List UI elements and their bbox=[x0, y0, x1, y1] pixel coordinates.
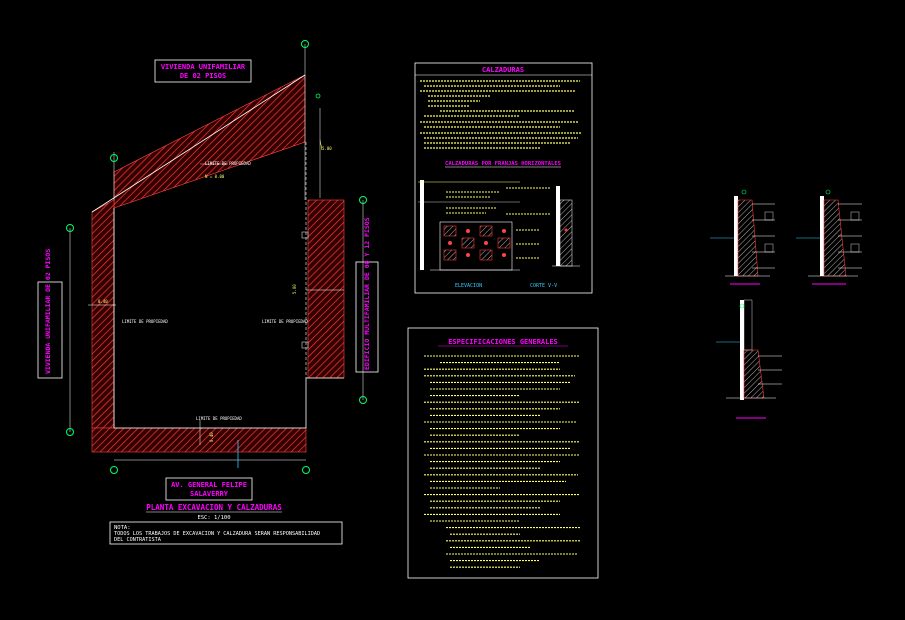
plan-scale: ESC: 1/100 bbox=[197, 515, 230, 521]
corte-detail: CORTE V-V bbox=[530, 186, 580, 289]
note-box: NOTA: TODOS LOS TRABAJOS DE EXCAVACION Y… bbox=[109, 521, 343, 545]
limite-propiedad-label-top: LIMITE DE PROPIEDAD bbox=[205, 161, 251, 166]
svg-text:EDIFICIO MULTIFAMILIAR DE 08 Y: EDIFICIO MULTIFAMILIAR DE 08 Y 12 PISOS bbox=[363, 217, 371, 370]
elevacion-label: ELEVACION bbox=[455, 283, 482, 289]
svg-text:VIVIENDA UNIFAMILIAR DE 02 PIS: VIVIENDA UNIFAMILIAR DE 02 PISOS bbox=[44, 249, 52, 374]
calzaduras-title: CALZADURAS bbox=[482, 66, 524, 74]
corte-label: CORTE V-V bbox=[530, 283, 557, 289]
limite-propiedad-label-bottom: LIMITE DE PROPIEDAD bbox=[196, 416, 242, 421]
svg-text:N = 0.00: N = 0.00 bbox=[205, 174, 225, 179]
section-details bbox=[710, 189, 862, 419]
section-detail-2 bbox=[796, 189, 862, 285]
left-wall bbox=[91, 199, 115, 429]
especificaciones-panel: ESPECIFICACIONES GENERALES bbox=[407, 327, 599, 579]
calz-franjas-title: CALZADURAS POR FRANJAS HORIZONTALES bbox=[445, 161, 561, 167]
section-detail-1 bbox=[710, 189, 775, 285]
top-slanted-wall bbox=[113, 74, 306, 209]
limite-propiedad-label-left: LIMITE DE PROPIEDAD bbox=[122, 319, 168, 324]
svg-text:5.00: 5.00 bbox=[292, 284, 297, 294]
svg-text:AV. GENERAL FELIPE: AV. GENERAL FELIPE bbox=[171, 481, 247, 489]
vivienda-top-label: VIVIENDA UNIFAMILIAR DE 02 PISOS bbox=[154, 59, 252, 83]
svg-text:5.00: 5.00 bbox=[322, 146, 332, 151]
svg-text:0.40: 0.40 bbox=[209, 432, 214, 442]
calzaduras-panel: CALZADURAS CALZADURAS POR FRANJAS HORIZO… bbox=[414, 62, 593, 294]
bottom-wall bbox=[91, 427, 307, 453]
svg-text:TODOS LOS TRABAJOS DE EXCAVACI: TODOS LOS TRABAJOS DE EXCAVACION Y CALZA… bbox=[114, 531, 320, 537]
svg-text:NOTA:: NOTA: bbox=[114, 525, 131, 531]
svg-text:DEL CONTRATISTA: DEL CONTRATISTA bbox=[114, 537, 162, 543]
vivienda-left-label: VIVIENDA UNIFAMILIAR DE 02 PISOS bbox=[37, 249, 63, 379]
excavation-plan: 5.00 0.40 5.00 0.40 N = 0.00 LIMITE DE P… bbox=[66, 40, 367, 474]
plan-title: PLANTA EXCAVACION Y CALZADURAS bbox=[146, 503, 282, 512]
right-wall bbox=[307, 199, 345, 379]
svg-text:DE 02 PISOS: DE 02 PISOS bbox=[180, 72, 226, 80]
avenue-label: AV. GENERAL FELIPE SALAVERRY bbox=[165, 477, 253, 501]
specs-title: ESPECIFICACIONES GENERALES bbox=[448, 338, 558, 346]
edificio-right-label: EDIFICIO MULTIFAMILIAR DE 08 Y 12 PISOS bbox=[355, 217, 379, 373]
svg-text:VIVIENDA UNIFAMILIAR: VIVIENDA UNIFAMILIAR bbox=[161, 63, 246, 71]
limite-propiedad-label-right: LIMITE DE PROPIEDAD bbox=[262, 319, 308, 324]
svg-text:0.40: 0.40 bbox=[98, 299, 108, 304]
svg-text:SALAVERRY: SALAVERRY bbox=[190, 490, 229, 498]
elevacion-detail: ELEVACION bbox=[418, 180, 550, 289]
section-detail-3 bbox=[716, 299, 782, 419]
